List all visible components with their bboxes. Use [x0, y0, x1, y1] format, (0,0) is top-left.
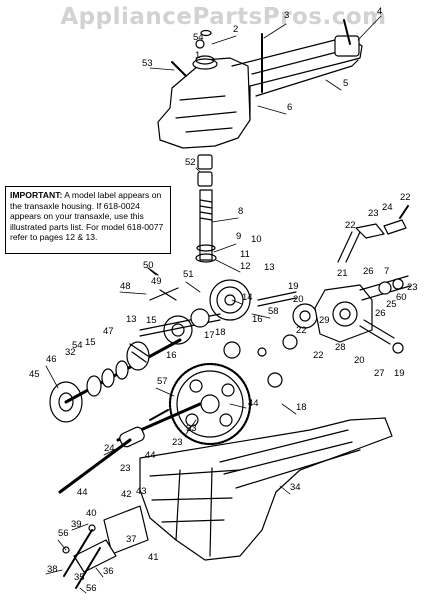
- note-body: A model label appears on the transaxle h…: [10, 190, 164, 243]
- callout-c36: 36: [103, 566, 114, 577]
- callout-c41: 41: [148, 552, 159, 563]
- callout-c5: 5: [343, 78, 348, 89]
- callout-c1: 1: [195, 50, 200, 61]
- callout-c57: 57: [157, 376, 168, 387]
- callout-c44b: 44: [145, 450, 156, 461]
- callout-c51: 51: [183, 269, 194, 280]
- callout-c33: 33: [186, 423, 197, 434]
- callout-c20a: 20: [293, 294, 304, 305]
- callout-c17: 17: [204, 330, 215, 341]
- callout-c25: 25: [386, 299, 397, 310]
- callout-c9: 9: [236, 231, 241, 242]
- callout-c26a: 26: [363, 266, 374, 277]
- shift-rod-assembly-drawing: [337, 205, 409, 263]
- callout-c13a: 13: [264, 262, 275, 273]
- callout-c44a: 44: [248, 398, 259, 409]
- callout-c26b: 26: [375, 308, 386, 319]
- gear-cluster-drawing: [139, 267, 318, 345]
- callout-c52: 52: [185, 157, 196, 168]
- callout-c54a: 54: [193, 32, 204, 43]
- callout-c42: 42: [121, 489, 132, 500]
- callout-c11: 11: [240, 249, 250, 260]
- callout-c34: 34: [290, 482, 301, 493]
- callout-c22a: 22: [400, 192, 411, 203]
- callout-c39: 39: [71, 519, 82, 530]
- callout-c60: 60: [396, 292, 407, 303]
- callout-c23a: 23: [368, 208, 379, 219]
- callout-c22b: 22: [345, 220, 356, 231]
- callout-c12: 12: [240, 261, 251, 272]
- callout-c7: 7: [384, 266, 389, 277]
- shift-bracket-drawing: [62, 505, 149, 589]
- callout-c16a: 16: [252, 314, 263, 325]
- callout-c21: 21: [337, 268, 348, 279]
- callout-c3: 3: [284, 10, 289, 21]
- callout-c24: 24: [382, 202, 393, 213]
- callout-c45: 45: [29, 369, 40, 380]
- callout-c16b: 16: [166, 350, 177, 361]
- callout-c4: 4: [377, 6, 382, 17]
- callout-c10: 10: [251, 234, 262, 245]
- callout-c58: 58: [268, 306, 279, 317]
- callout-c15a: 15: [146, 315, 157, 326]
- callout-c15b: 15: [85, 337, 96, 348]
- callout-c29: 29: [319, 315, 330, 326]
- left-axle-stack-drawing: [49, 338, 182, 423]
- callout-c24b: 24: [104, 443, 115, 454]
- lower-housing-drawing: [139, 417, 393, 561]
- differential-gear-drawing: [58, 362, 283, 494]
- output-bearing-assembly-drawing: [223, 275, 411, 359]
- callout-c54b: 54: [72, 340, 83, 351]
- callout-c23d: 23: [120, 463, 131, 474]
- callout-c35: 35: [74, 572, 85, 583]
- callout-c19a: 19: [288, 281, 299, 292]
- callout-c18a: 18: [215, 327, 226, 338]
- callout-c40: 40: [86, 508, 97, 519]
- callout-c20b: 20: [354, 355, 365, 366]
- important-note-box: IMPORTANT: A model label appears on the …: [5, 186, 171, 254]
- callout-c32: 32: [65, 347, 76, 358]
- callout-c48: 48: [120, 281, 131, 292]
- callout-c23b: 23: [407, 282, 418, 293]
- callout-c23c: 23: [172, 437, 183, 448]
- callout-c28: 28: [335, 342, 346, 353]
- callout-c47: 47: [103, 326, 114, 337]
- callout-c49: 49: [151, 276, 162, 287]
- callout-c14: 14: [242, 292, 253, 303]
- note-heading: IMPORTANT:: [10, 190, 63, 200]
- callout-c22d: 22: [313, 350, 324, 361]
- callout-c38: 38: [47, 564, 58, 575]
- callout-c13b: 13: [126, 314, 137, 325]
- callout-c46: 46: [46, 354, 57, 365]
- callout-c43: 43: [136, 486, 147, 497]
- callout-c18b: 18: [296, 402, 307, 413]
- callout-c37: 37: [126, 534, 137, 545]
- callout-c8: 8: [238, 206, 243, 217]
- callout-c22c: 22: [296, 325, 307, 336]
- callout-c19b: 19: [394, 368, 405, 379]
- leader-lines: [45, 15, 382, 594]
- callout-c6: 6: [287, 102, 292, 113]
- callout-c27: 27: [374, 368, 385, 379]
- callout-c44c: 44: [77, 487, 88, 498]
- input-shaft-drawing: [195, 154, 217, 263]
- callout-c56b: 56: [86, 583, 97, 594]
- callout-c50: 50: [143, 260, 154, 271]
- callout-c53: 53: [142, 58, 153, 69]
- callout-c56a: 56: [58, 528, 69, 539]
- upper-housing-drawing: [157, 19, 363, 149]
- callout-c2: 2: [233, 24, 238, 35]
